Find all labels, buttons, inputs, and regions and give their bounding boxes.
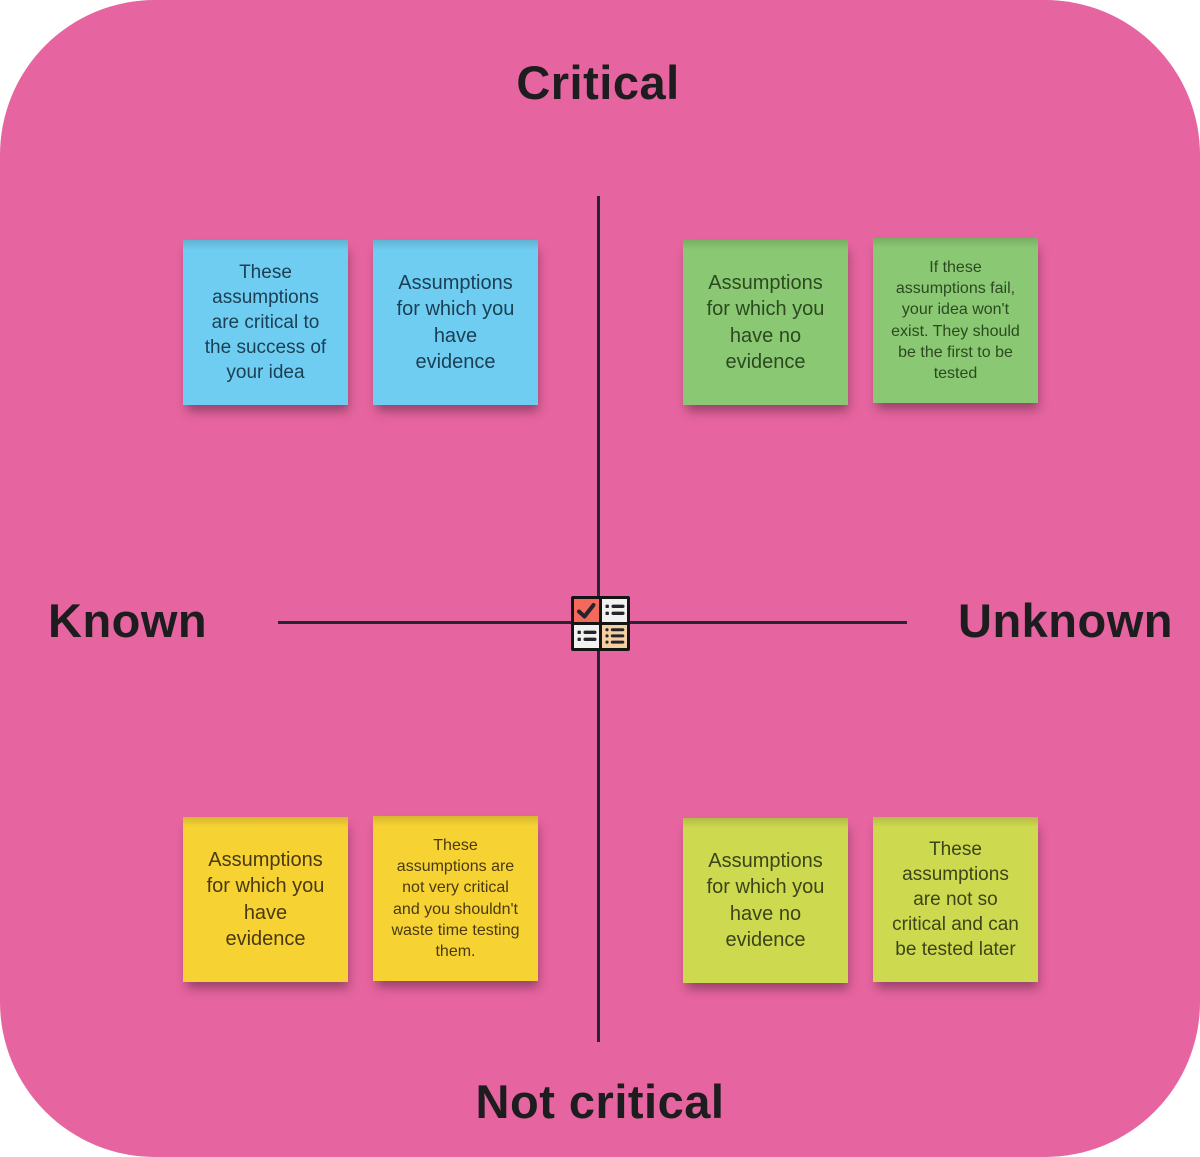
sticky-note-text: These assumptions are critical to the su… <box>204 261 327 384</box>
axis-label-not-critical: Not critical <box>475 1075 725 1128</box>
sticky-note-text: If these assumptions fail, your idea won… <box>891 259 1020 382</box>
sticky-note-text: Assumptions for which you have evidence <box>396 271 515 373</box>
axis-label-critical: Critical <box>516 56 680 109</box>
sticky-note-known-critical-1[interactable]: These assumptions are critical to the su… <box>183 240 348 405</box>
sticky-note-text: These assumptions are not very critical … <box>391 837 520 960</box>
sticky-note-known-critical-2[interactable]: Assumptions for which you have evidence <box>373 240 538 405</box>
axis-label-known: Known <box>48 594 208 647</box>
sticky-note-text: Assumptions for which you have no eviden… <box>706 849 825 951</box>
sticky-note-unknown-critical-1[interactable]: Assumptions for which you have no eviden… <box>683 240 848 405</box>
sticky-note-unknown-not-critical-1[interactable]: Assumptions for which you have no eviden… <box>683 818 848 983</box>
sticky-note-text: Assumptions for which you have no eviden… <box>706 271 825 373</box>
sticky-note-unknown-not-critical-2[interactable]: These assumptions are not so critical an… <box>873 817 1038 982</box>
axis-label-unknown: Unknown <box>958 594 1173 647</box>
sticky-note-text: These assumptions are not so critical an… <box>892 838 1019 961</box>
sticky-note-text: Assumptions for which you have evidence <box>206 848 325 950</box>
sticky-note-known-not-critical-2[interactable]: These assumptions are not very critical … <box>373 816 538 981</box>
sticky-note-unknown-critical-2[interactable]: If these assumptions fail, your idea won… <box>873 238 1038 403</box>
sticky-note-known-not-critical-1[interactable]: Assumptions for which you have evidence <box>183 817 348 982</box>
checklist-grid-icon <box>571 596 630 651</box>
